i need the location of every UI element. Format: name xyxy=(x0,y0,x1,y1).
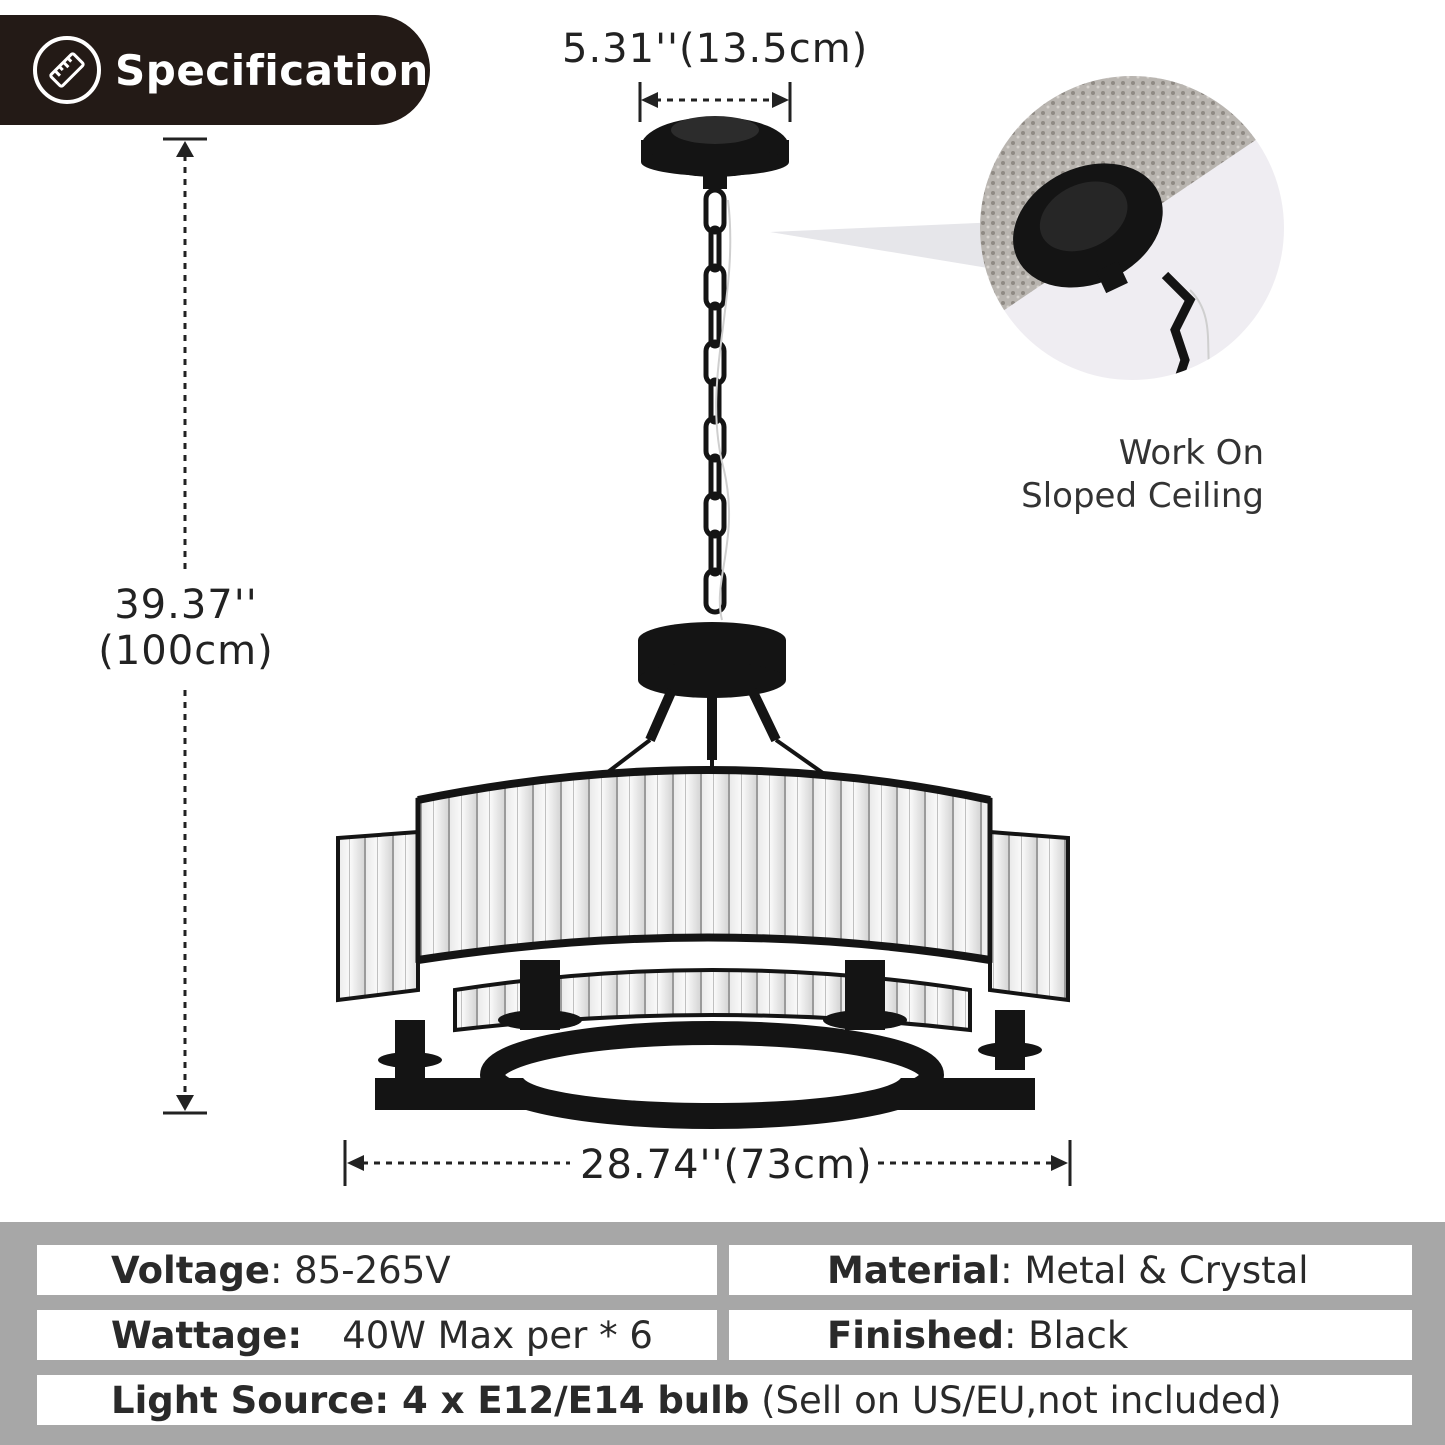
top-width-dimension xyxy=(638,82,792,122)
finished-label: Finished xyxy=(827,1313,1004,1357)
specification-table: Voltage: 85-265V Material: Metal & Cryst… xyxy=(0,1222,1445,1445)
height-label-cm: (100cm) xyxy=(98,628,274,674)
height-dimension xyxy=(163,137,207,1115)
caption-line-2: Sloped Ceiling xyxy=(1021,476,1264,516)
ceiling-canopy xyxy=(641,116,789,189)
caption-line-1: Work On xyxy=(1118,433,1264,473)
wattage-value: 40W Max per * 6 xyxy=(342,1313,653,1357)
wattage-label: Wattage: xyxy=(111,1313,303,1357)
finished-cell: Finished: Black xyxy=(729,1310,1412,1360)
bulb-sockets xyxy=(378,960,1042,1080)
sloped-ceiling-zoom xyxy=(770,76,1284,380)
top-width-label: 5.31''(13.5cm) xyxy=(562,26,869,72)
page-title: Specification xyxy=(115,45,429,95)
light-source-value: : 4 x E12/E14 bulb xyxy=(374,1378,750,1422)
voltage-label: Voltage xyxy=(111,1248,270,1292)
hanging-chain xyxy=(703,187,732,621)
voltage-value: : 85-265V xyxy=(269,1248,451,1292)
light-source-note: (Sell on US/EU,not included) xyxy=(761,1378,1282,1422)
specification-badge: Specification xyxy=(0,15,430,125)
crystal-shade xyxy=(336,766,1070,1033)
ruler-icon xyxy=(33,36,101,104)
wattage-cell: Wattage: 40W Max per * 6 xyxy=(37,1310,717,1360)
material-value: : Metal & Crystal xyxy=(1000,1248,1309,1292)
bottom-width-dimension xyxy=(343,1140,1072,1186)
height-label-inches: 39.37'' xyxy=(114,582,258,628)
sloped-ceiling-caption: Work On Sloped Ceiling xyxy=(1000,432,1264,518)
chandelier-illustration xyxy=(163,76,1284,1186)
material-cell: Material: Metal & Crystal xyxy=(729,1245,1412,1295)
material-label: Material xyxy=(827,1248,1001,1292)
center-hub xyxy=(638,622,786,760)
light-source-cell: Light Source: 4 x E12/E14 bulb (Sell on … xyxy=(37,1375,1412,1425)
bottom-width-label: 28.74''(73cm) xyxy=(580,1142,873,1188)
light-source-label: Light Source xyxy=(111,1378,375,1422)
finished-value: : Black xyxy=(1003,1313,1129,1357)
base-ring xyxy=(375,1021,1035,1129)
voltage-cell: Voltage: 85-265V xyxy=(37,1245,717,1295)
